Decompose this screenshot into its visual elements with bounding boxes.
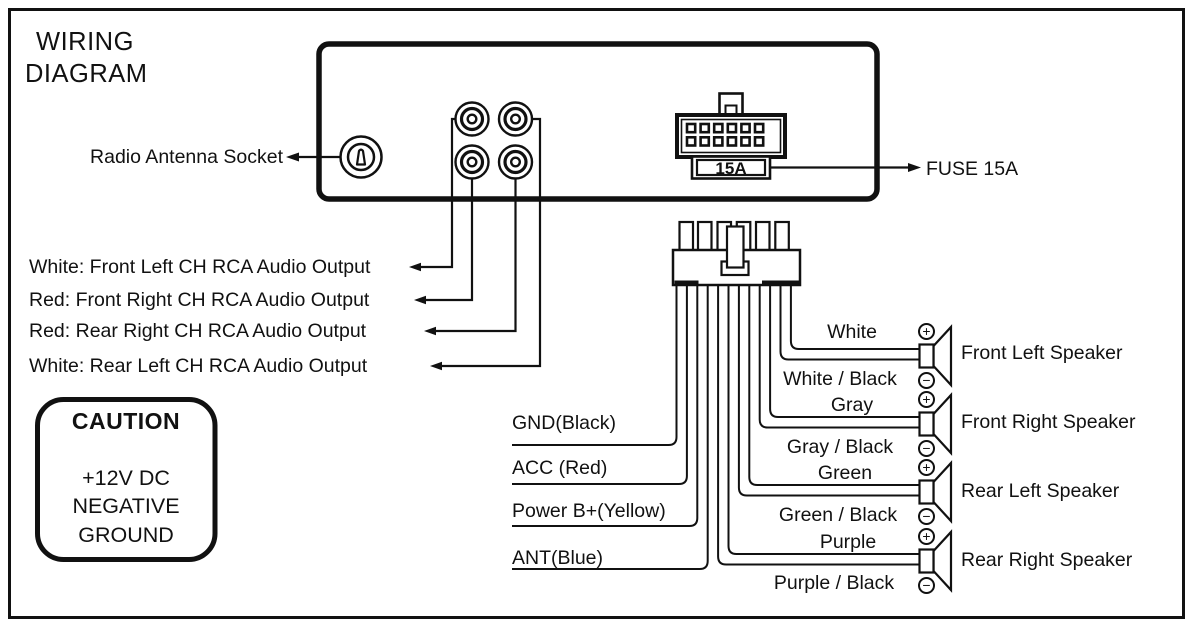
speaker-negative-wire-label: Gray / Black [786,436,894,458]
negative-terminal-icon: − [918,440,935,457]
power-wire-label-acc: ACC (Red) [512,457,608,479]
antenna-socket-label: Radio Antenna Socket [90,146,283,168]
negative-terminal-icon: − [918,577,935,594]
rca-jack-rear-right [454,144,490,180]
caution-line-3: GROUND [78,523,174,547]
speaker-name: Rear Left Speaker [961,480,1120,502]
speaker-name: Rear Right Speaker [961,549,1133,571]
fuse-pointer [770,163,921,172]
rca-jack-front-left [454,101,490,137]
caution-line-2: NEGATIVE [72,494,180,518]
page-title-line-1: WIRING [36,28,134,56]
front-left-speaker-icon [918,324,953,388]
speaker-name: Front Right Speaker [961,411,1136,433]
negative-terminal-icon: − [918,508,935,525]
rear-right-speaker-icon [918,529,953,593]
fuse-value: 15A [715,159,747,178]
speaker-positive-wire-label: Purple [819,531,877,553]
power-wire-label-gnd: GND(Black) [512,412,617,434]
speaker-name: Front Left Speaker [961,342,1123,364]
harness-connector-icon [671,220,802,287]
speaker-negative-wire-label: Purple / Black [773,572,895,594]
rca-jacks [454,101,534,180]
positive-terminal-icon: + [918,528,935,545]
speaker-positive-wire-label: White [827,321,877,343]
caution-line-1: +12V DC [82,466,170,490]
antenna-pointer [286,152,341,162]
rca-lines [409,117,542,371]
rca-output-label-rear-right: Red: Rear Right CH RCA Audio Output [29,320,367,342]
power-wire-label-battery: Power B+(Yellow) [512,500,666,522]
fuse-connector-pins [685,122,765,147]
arrow-right-icon [908,163,921,172]
speaker-wire-lines [717,285,920,566]
outer-frame [8,8,1185,619]
speaker-positive-wire-label: Green [817,462,873,484]
speaker-icons [918,324,953,593]
positive-terminal-icon: + [918,391,935,408]
arrow-left-icon [409,262,421,272]
arrow-left-icon [424,326,436,336]
rca-jack-front-right [497,101,534,137]
power-wire-label-antenna: ANT(Blue) [512,547,604,569]
arrow-left-icon [430,361,442,371]
rear-left-speaker-icon [918,460,953,524]
negative-terminal-icon: − [918,372,935,389]
caution-box-outline [35,397,218,562]
positive-terminal-icon: + [918,459,935,476]
antenna-socket-icon [339,135,383,179]
speaker-positive-wire-label: Gray [830,394,874,416]
radio-unit-outline [316,41,880,202]
caution-title: CAUTION [71,408,181,434]
rca-output-label-rear-left: White: Rear Left CH RCA Audio Output [29,355,368,377]
positive-terminal-icon: + [918,323,935,340]
fuse-connector-icon [675,92,787,180]
arrow-left-icon [286,152,299,162]
fuse-label: FUSE 15A [926,158,1019,180]
front-right-speaker-icon [918,392,953,456]
page-title-line-2: DIAGRAM [25,60,148,88]
rca-output-label-front-right: Red: Front Right CH RCA Audio Output [29,289,370,311]
rca-output-label-front-left: White: Front Left CH RCA Audio Output [29,256,371,278]
speaker-negative-wire-label: Green / Black [778,504,898,526]
arrow-left-icon [414,295,426,305]
speaker-negative-wire-label: White / Black [783,368,897,390]
rca-jack-rear-left [497,144,534,180]
power-wire-lines [512,285,709,570]
